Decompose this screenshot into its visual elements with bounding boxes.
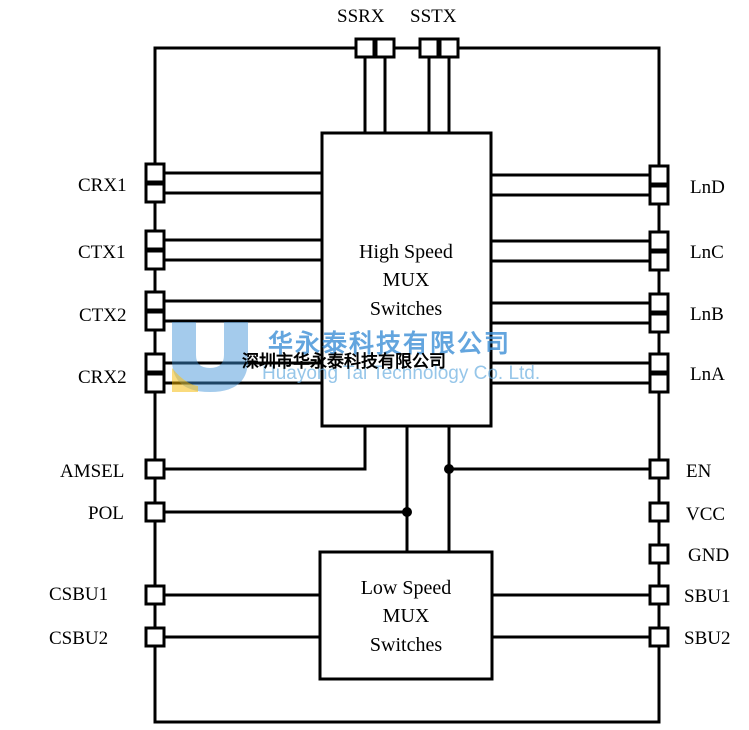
pin-box-ctx2-b bbox=[144, 310, 166, 332]
pin-box-en bbox=[648, 458, 670, 480]
pin-box-ssrx-b bbox=[374, 37, 396, 59]
label-gnd: GND bbox=[688, 545, 729, 566]
left-signal-lines bbox=[164, 171, 322, 385]
pin-box-lnc-a bbox=[648, 230, 670, 252]
low-speed-mux-block bbox=[318, 550, 494, 681]
label-crx1: CRX1 bbox=[78, 175, 127, 196]
pin-box-csbu1 bbox=[144, 584, 166, 606]
pin-box-crx2-b bbox=[144, 372, 166, 394]
label-crx2: CRX2 bbox=[78, 367, 127, 388]
watermark-company-cn-overlay: 深圳市华永泰科技有限公司 bbox=[242, 351, 446, 372]
pin-box-lnd-b bbox=[648, 184, 670, 206]
pin-box-crx1-b bbox=[144, 182, 166, 204]
top-signal-lines bbox=[363, 57, 451, 133]
pin-box-gnd bbox=[648, 543, 670, 565]
pin-box-lnd-a bbox=[648, 164, 670, 186]
watermark-company-en: Huayong Tai Technology Co. Ltd. bbox=[262, 363, 540, 384]
pin-box-sbu1 bbox=[648, 584, 670, 606]
pin-box-lnc-b bbox=[648, 250, 670, 272]
label-vcc: VCC bbox=[686, 504, 725, 525]
pin-box-lna-a bbox=[648, 352, 670, 374]
high-speed-title: High Speed bbox=[359, 241, 453, 263]
pin-box-lnb-a bbox=[648, 292, 670, 314]
pin-box-csbu2 bbox=[144, 626, 166, 648]
label-lna: LnA bbox=[690, 364, 725, 385]
label-csbu1: CSBU1 bbox=[49, 584, 108, 605]
pin-box-ssrx-a bbox=[354, 37, 376, 59]
label-sbu2: SBU2 bbox=[684, 628, 730, 649]
pin-box-ctx1-b bbox=[144, 249, 166, 271]
low-speed-title: Low Speed bbox=[361, 577, 452, 599]
low-speed-switches: Switches bbox=[370, 634, 442, 656]
right-signal-lines bbox=[491, 173, 650, 385]
outer-frame bbox=[153, 46, 661, 724]
label-pol: POL bbox=[88, 503, 124, 524]
label-lnd: LnD bbox=[690, 177, 725, 198]
pin-box-vcc bbox=[648, 501, 670, 523]
pin-box-sstx-a bbox=[418, 37, 440, 59]
pin-box-crx1-a bbox=[144, 162, 166, 184]
pin-box-ctx1-a bbox=[144, 229, 166, 251]
pin-box-lna-b bbox=[648, 372, 670, 394]
label-lnc: LnC bbox=[690, 242, 724, 263]
pin-box-crx2-a bbox=[144, 352, 166, 374]
label-sbu1: SBU1 bbox=[684, 586, 730, 607]
label-sstx: SSTX bbox=[410, 6, 457, 27]
watermark-logo bbox=[172, 322, 248, 392]
high-speed-switches: Switches bbox=[370, 298, 442, 320]
label-amsel: AMSEL bbox=[60, 461, 124, 482]
junction-dot-pol bbox=[402, 507, 412, 517]
high-speed-mux: MUX bbox=[383, 269, 430, 291]
label-ctx2: CTX2 bbox=[79, 305, 127, 326]
label-ctx1: CTX1 bbox=[78, 242, 126, 263]
pin-box-lnb-b bbox=[648, 312, 670, 334]
label-lnb: LnB bbox=[690, 304, 724, 325]
pin-box-amsel bbox=[144, 458, 166, 480]
pin-box-ctx2-a bbox=[144, 290, 166, 312]
junction-dot-en bbox=[444, 464, 454, 474]
watermark-company-cn: 华永泰科技有限公司 bbox=[268, 329, 511, 358]
pin-box-sstx-b bbox=[438, 37, 460, 59]
low-speed-mux: MUX bbox=[383, 605, 430, 627]
label-csbu2: CSBU2 bbox=[49, 628, 108, 649]
label-ssrx: SSRX bbox=[337, 6, 385, 27]
pin-box-pol bbox=[144, 501, 166, 523]
amsel-line bbox=[164, 426, 367, 471]
pin-box-sbu2 bbox=[648, 626, 670, 648]
label-en: EN bbox=[686, 461, 712, 482]
